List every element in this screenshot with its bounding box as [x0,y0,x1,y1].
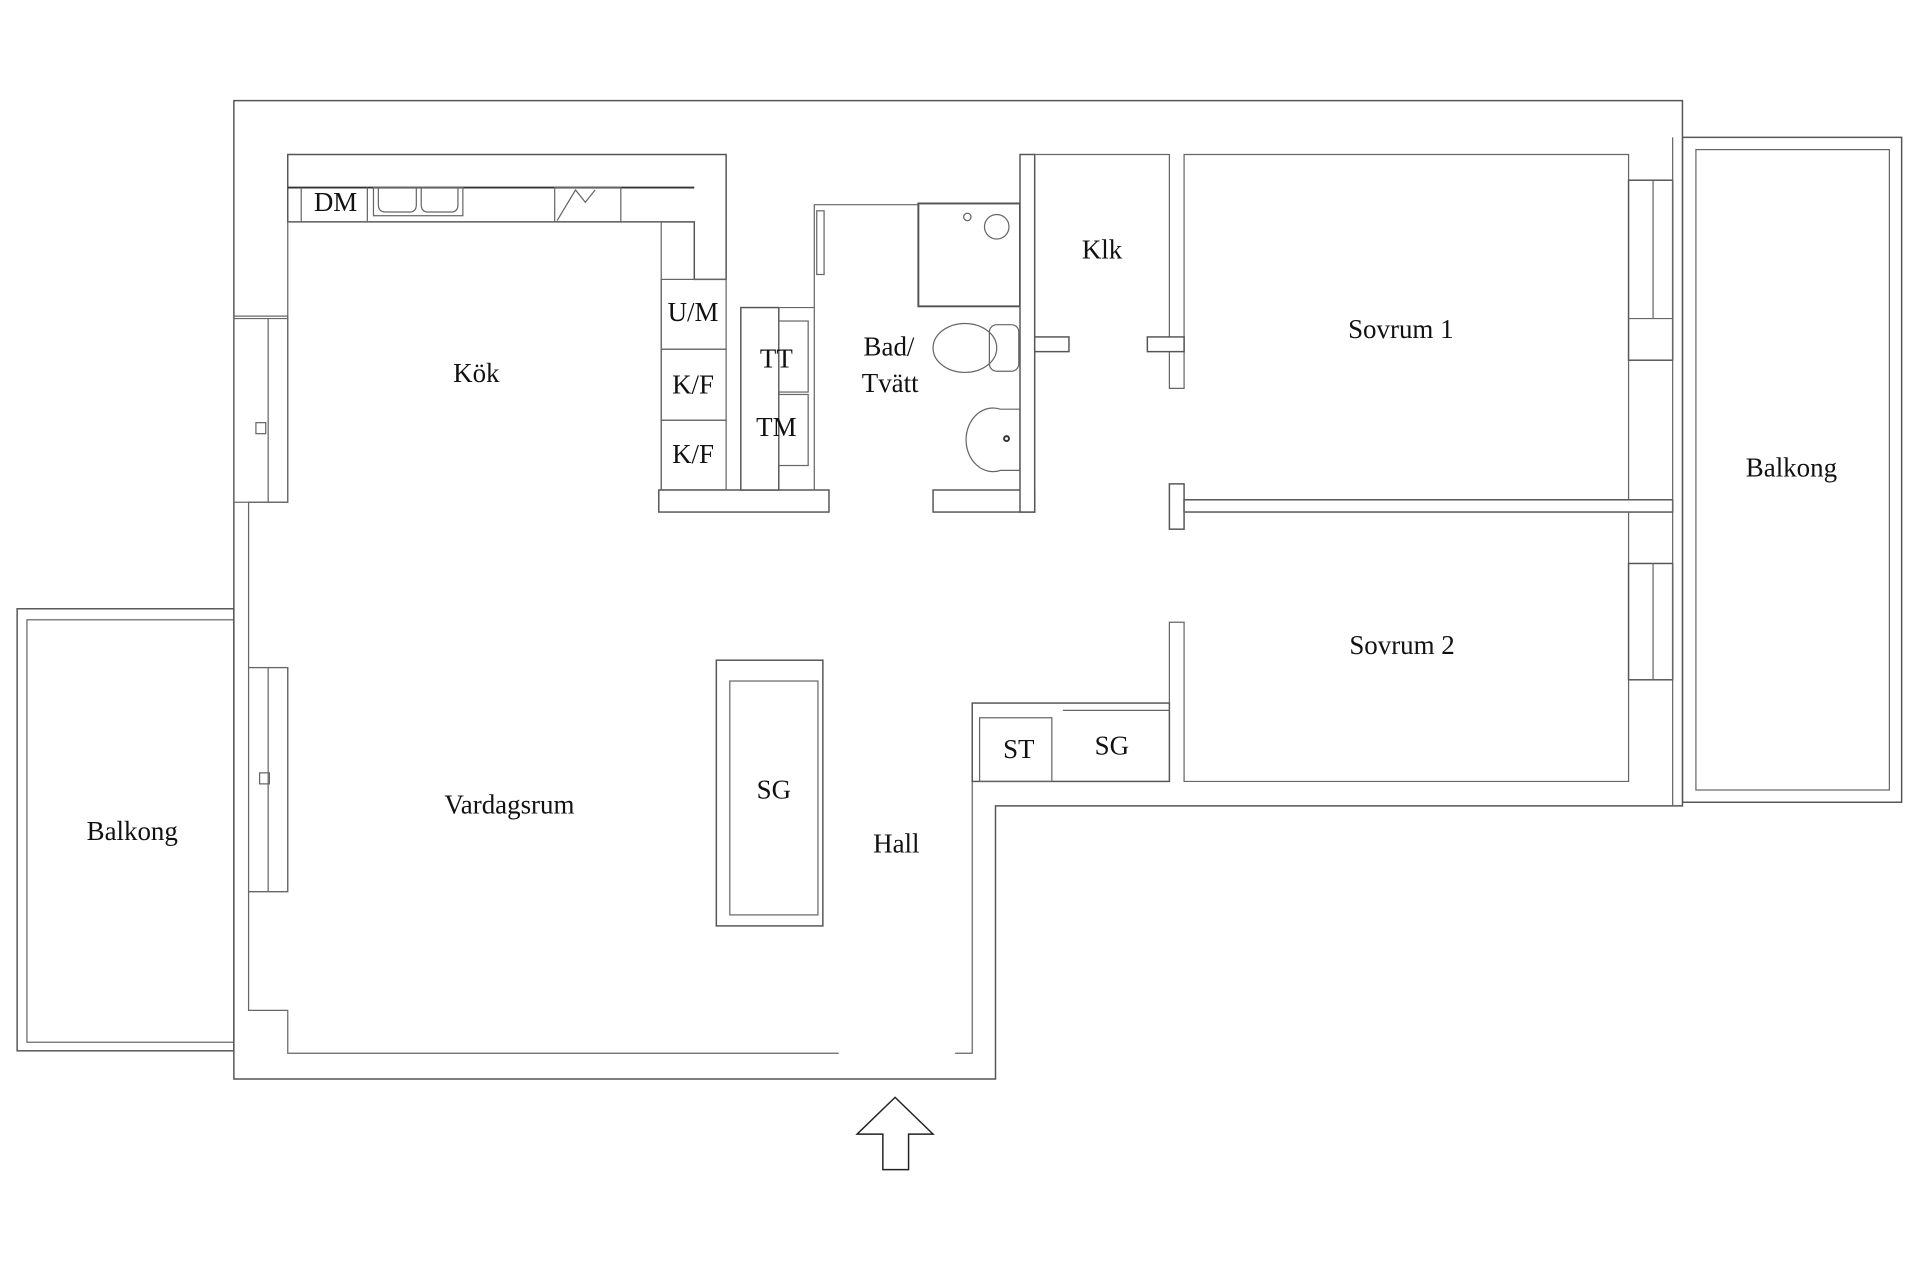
fixture-label-kf2: K/F [672,439,714,469]
kitchen-counter [287,186,830,513]
room-label-balkong-right: Balkong [1746,453,1837,483]
room-label-bad: Bad/ [864,331,915,361]
room-label-klk: Klk [1082,235,1123,265]
balcony-right [1681,136,1903,803]
toilet-icon [932,322,998,374]
living-wardrobe [715,659,824,927]
fixture-label-st: ST [1003,734,1034,764]
outer-wall [233,99,1684,1080]
room-label-balkong-left: Balkong [87,816,178,846]
fixture-label-sg-living: SG [757,775,791,805]
hall-closets [971,702,1171,783]
room-label-sovrum2: Sovrum 2 [1349,630,1454,660]
room-label-sovrum1: Sovrum 1 [1348,314,1453,344]
room-label-vardagsrum: Vardagsrum [444,789,574,819]
fixture-label-tt: TT [760,344,793,374]
balcony-left [16,608,235,1052]
room-label-hall: Hall [873,828,919,858]
fixture-label-kf1: K/F [672,369,714,399]
room-label-tvatt: Tvätt [862,368,919,398]
entrance-arrow-icon [855,1096,935,1171]
fixture-label-sg-hall: SG [1095,730,1129,760]
fixture-label-tm: TM [756,412,796,442]
bathroom [813,153,1036,513]
fixture-label-dm: DM [314,187,357,217]
laundry-column [740,306,815,491]
sink-icon [965,407,1021,473]
room-label-kok: Kök [453,358,500,388]
fixture-label-um: U/M [668,297,719,327]
interior-walls [1033,137,1674,806]
